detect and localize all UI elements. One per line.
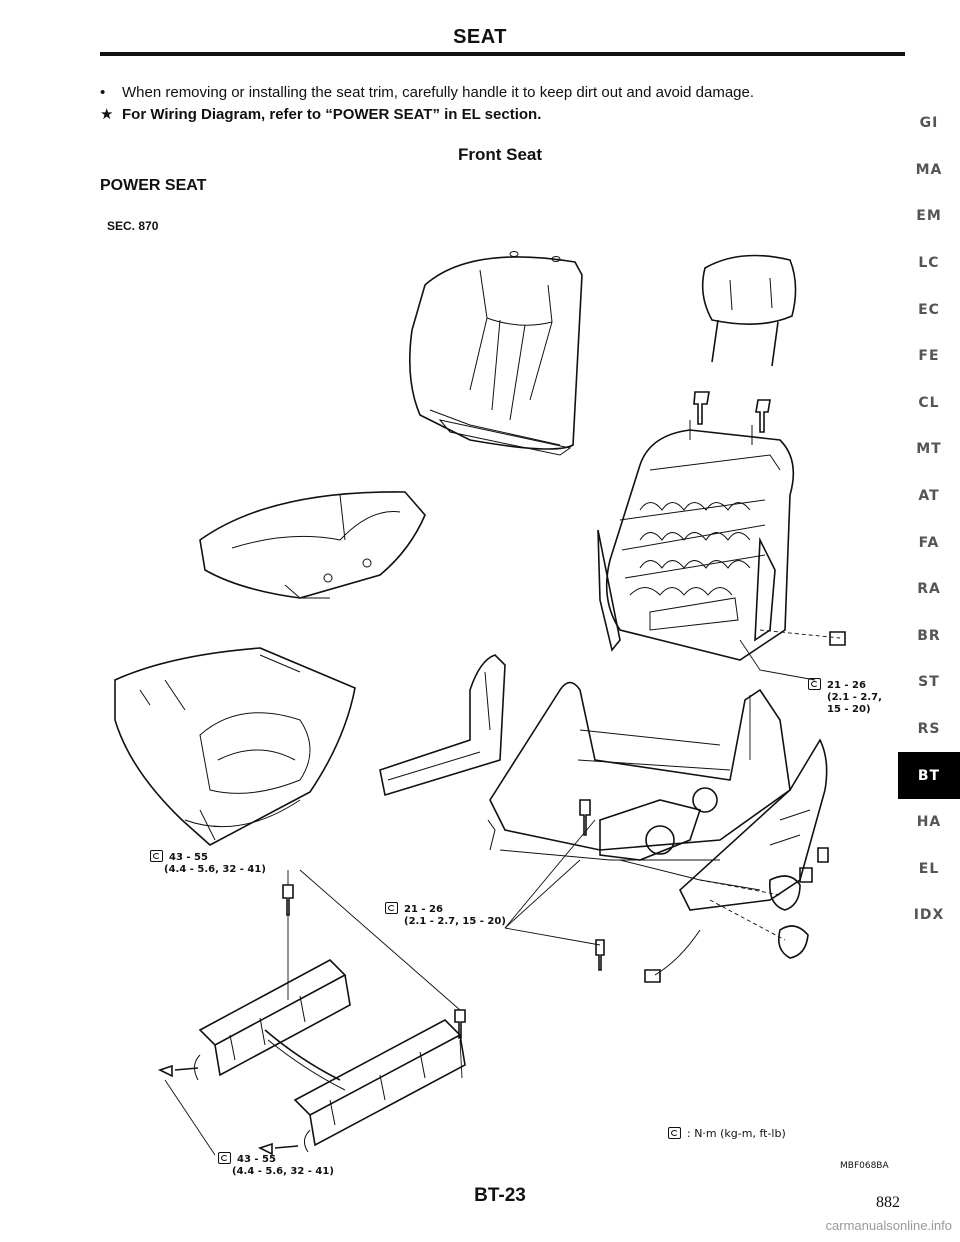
tab-bt[interactable]: BT — [898, 752, 960, 799]
tab-fa[interactable]: FA — [918, 534, 940, 551]
torque-wrench-icon — [385, 902, 398, 914]
exploded-seat-diagram — [114, 251, 846, 1156]
legend-text: : N·m (kg-m, ft-lb) — [687, 1127, 786, 1140]
sub-heading: POWER SEAT — [100, 177, 207, 194]
note-star: ★ For Wiring Diagram, refer to “POWER SEA… — [100, 106, 541, 124]
tab-rs[interactable]: RS — [917, 721, 941, 738]
torque-detail: (2.1 - 2.7, 15 - 20) — [404, 916, 506, 927]
torque-callout-rail-front: 43 - 55 (4.4 - 5.6, 32 - 41) — [150, 850, 266, 876]
torque-wrench-icon — [668, 1127, 681, 1139]
tab-br[interactable]: BR — [917, 627, 941, 644]
title-rule — [100, 52, 905, 56]
cushion-cover-drawing — [199, 491, 426, 599]
torque-callout-seatback: 21 - 26 (2.1 - 2.7, 15 - 20) — [808, 678, 882, 716]
note-bullet: • When removing or installing the seat tr… — [100, 84, 754, 102]
leader-lines — [164, 639, 816, 1156]
torque-wrench-icon — [218, 1152, 231, 1164]
seat-frame-drawing — [379, 654, 829, 983]
torque-callout-rail-rear: 43 - 55 (4.4 - 5.6, 32 - 41) — [218, 1152, 334, 1178]
slide-rails-drawing — [157, 959, 466, 1156]
watermark: carmanualsonline.info — [0, 1218, 960, 1233]
tab-ma[interactable]: MA — [915, 161, 943, 178]
torque-value: 43 - 55 — [169, 852, 208, 863]
headrest-drawing — [701, 254, 797, 367]
torque-detail: 15 - 20) — [827, 704, 871, 715]
section-code: SEC. 870 — [107, 219, 159, 233]
bullet-marker: • — [100, 84, 106, 101]
torque-detail: (4.4 - 5.6, 32 - 41) — [164, 864, 266, 875]
tab-ra[interactable]: RA — [917, 581, 941, 598]
tab-at[interactable]: AT — [918, 488, 940, 505]
torque-wrench-icon — [808, 678, 821, 690]
torque-detail: (4.4 - 5.6, 32 - 41) — [232, 1166, 334, 1177]
tab-idx[interactable]: IDX — [913, 907, 945, 924]
section-index-tabs: GI MA EM LC EC FE CL MT AT FA RA BR ST R… — [898, 100, 960, 939]
torque-detail: (2.1 - 2.7, — [827, 692, 882, 703]
torque-value: 43 - 55 — [237, 1154, 276, 1165]
tab-cl[interactable]: CL — [918, 394, 940, 411]
headrest-guides-drawing — [693, 391, 771, 433]
watermark-text: carmanualsonline.info — [825, 1218, 952, 1233]
tab-st[interactable]: ST — [918, 674, 940, 691]
note-text: When removing or installing the seat tri… — [122, 84, 755, 101]
torque-wrench-icon — [150, 850, 163, 862]
tab-ec[interactable]: EC — [918, 301, 940, 318]
tab-lc[interactable]: LC — [918, 255, 940, 272]
tab-ha[interactable]: HA — [916, 814, 942, 831]
cushion-pad-drawing — [114, 647, 356, 846]
bolts-drawing — [282, 799, 605, 1039]
tab-fe[interactable]: FE — [918, 348, 940, 365]
section-heading: Front Seat — [457, 145, 543, 164]
tab-gi[interactable]: GI — [919, 115, 939, 132]
note-text: For Wiring Diagram, refer to “POWER SEAT… — [122, 106, 542, 123]
seatback-cover-drawing — [408, 251, 583, 456]
torque-value: 21 - 26 — [404, 904, 443, 915]
torque-value: 21 - 26 — [827, 680, 866, 691]
star-marker: ★ — [100, 106, 114, 123]
tab-mt[interactable]: MT — [916, 441, 942, 458]
figure-code: MBF068BA — [840, 1161, 889, 1171]
torque-legend: : N·m (kg-m, ft-lb) — [668, 1127, 786, 1140]
torque-callout-frame: 21 - 26 (2.1 - 2.7, 15 - 20) — [385, 902, 506, 928]
tab-el[interactable]: EL — [918, 860, 940, 877]
page-title: SEAT — [453, 26, 507, 48]
seatback-frame-drawing — [597, 420, 846, 661]
tab-em[interactable]: EM — [916, 208, 942, 225]
page-number: 882 — [876, 1194, 900, 1211]
page-id: BT-23 — [474, 1185, 526, 1206]
